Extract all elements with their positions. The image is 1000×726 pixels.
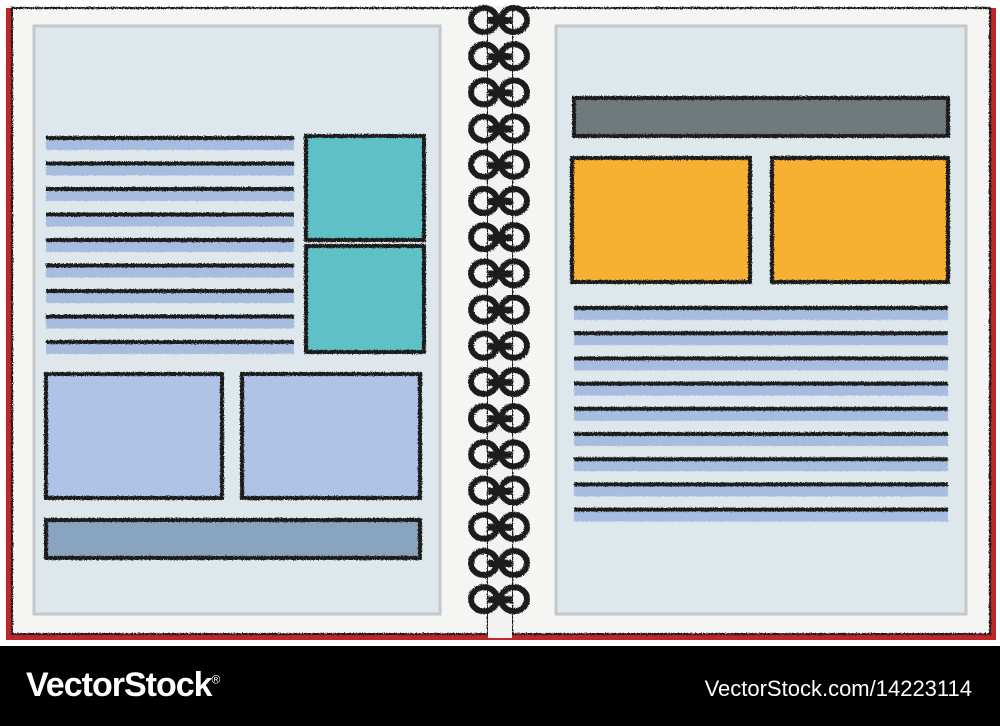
spiral-bridge	[488, 270, 512, 278]
brand-registered-mark: ®	[211, 672, 221, 687]
spiral-bridge	[488, 125, 512, 133]
blue-image-box-right	[240, 372, 422, 500]
spiral-bridge	[488, 596, 512, 604]
spiral-bridge	[488, 487, 512, 495]
notebook-drawing	[6, 5, 996, 640]
right-text-line-band	[574, 485, 948, 497]
spiral-bridge	[488, 451, 512, 459]
left-text-line-band	[46, 317, 294, 329]
orange-box-right	[770, 156, 950, 284]
spiral-bridge	[488, 379, 512, 386]
left-text-line-band	[46, 164, 294, 176]
left-text-line	[46, 136, 294, 140]
left-text-line	[46, 314, 294, 319]
teal-box-top	[304, 134, 426, 242]
watermark-footer: VectorStock® VectorStock.com/14223114	[0, 646, 1000, 726]
left-text-line	[46, 263, 294, 268]
right-text-line-band	[574, 510, 948, 522]
right-text-line	[574, 331, 948, 336]
blue-image-box-left	[44, 372, 224, 500]
caption-bar	[44, 518, 422, 560]
brand-name: VectorStock	[26, 666, 213, 704]
spiral-bridge	[488, 198, 512, 205]
image-id-text: VectorStock.com/14223114	[704, 676, 972, 701]
spiral-bridge	[488, 306, 512, 314]
spiral-bridge	[488, 234, 512, 242]
spiral-bridge	[488, 523, 512, 531]
right-text-line	[574, 406, 948, 411]
left-text-line-band	[46, 241, 294, 252]
spiral-bridge	[488, 53, 512, 61]
spiral-binding	[468, 5, 530, 615]
left-text-line-band	[46, 343, 294, 354]
right-text-line	[574, 457, 948, 462]
teal-box-bottom	[304, 244, 426, 354]
left-text-line	[46, 238, 294, 242]
spiral-bridge	[488, 560, 512, 567]
left-text-line	[46, 340, 294, 344]
spiral-bridge	[488, 342, 512, 350]
spiral-bridge	[488, 17, 512, 24]
left-text-line	[46, 187, 294, 191]
brand-logo: VectorStock®	[26, 666, 221, 705]
left-text-line-band	[46, 139, 294, 150]
right-text-lines	[574, 306, 948, 522]
right-text-line-band	[574, 359, 948, 371]
left-text-line-band	[46, 266, 294, 278]
notebook-illustration	[6, 5, 996, 640]
right-text-line-band	[574, 334, 948, 346]
right-text-line	[574, 432, 948, 436]
right-text-line-band	[574, 409, 948, 421]
right-text-line-band	[574, 435, 948, 446]
right-text-line	[574, 356, 948, 361]
right-text-line-band	[574, 384, 948, 396]
orange-box-left	[570, 156, 752, 284]
left-text-line-band	[46, 292, 294, 303]
right-text-line-band	[574, 309, 948, 320]
left-text-line	[46, 289, 294, 293]
left-text-line-band	[46, 215, 294, 227]
right-text-line-band	[574, 460, 948, 472]
right-text-line	[574, 507, 948, 512]
right-text-line	[574, 482, 948, 487]
heading-bar	[572, 96, 950, 138]
left-text-line	[46, 161, 294, 166]
spiral-bridge	[488, 161, 512, 169]
spiral-bridge	[488, 89, 512, 97]
right-text-line	[574, 306, 948, 310]
left-text-lines	[46, 136, 294, 354]
right-text-line	[574, 381, 948, 386]
left-text-line-band	[46, 190, 294, 201]
left-text-line	[46, 212, 294, 217]
spiral-bridge	[488, 415, 512, 423]
